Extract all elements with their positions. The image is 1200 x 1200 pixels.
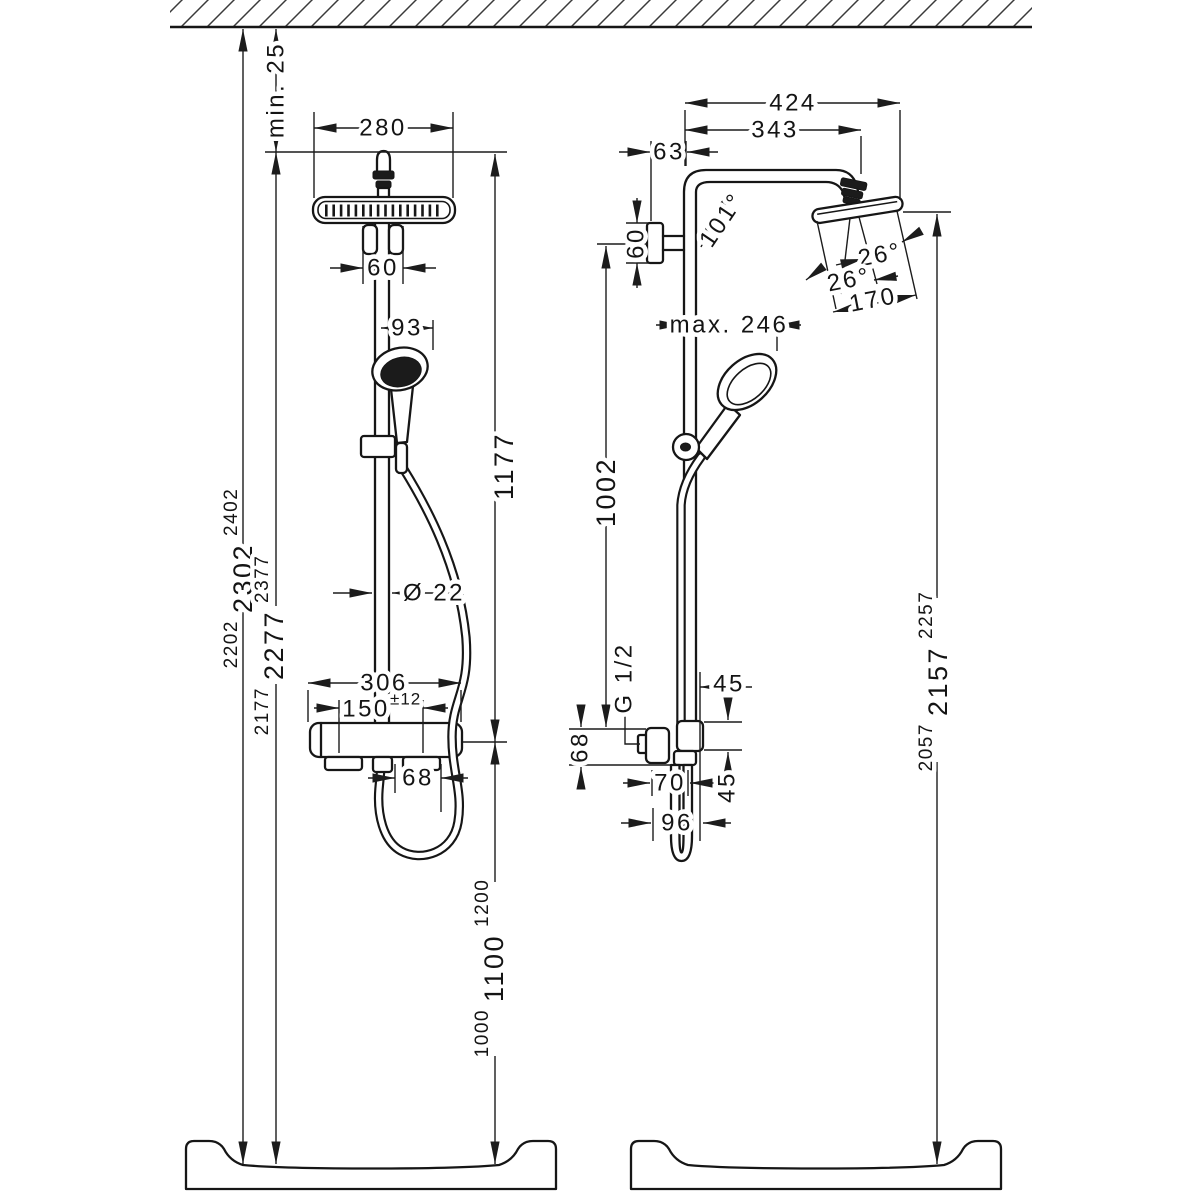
s-union-left — [323, 755, 364, 772]
s-union-right — [401, 755, 442, 772]
dim-connection-spacing: 150 — [342, 696, 390, 723]
dim-holder-offset: 45 — [713, 671, 745, 698]
handshower-head-side — [716, 352, 778, 412]
hose-loop — [669, 763, 694, 863]
dim-valve-offset-70: 70 — [654, 770, 686, 797]
dim-valve-offset-68: 68 — [567, 731, 594, 763]
handshower-grip — [394, 441, 409, 475]
dim-head-height: 205721572257 — [916, 591, 954, 772]
dimension-lines-right — [569, 98, 951, 1164]
dim-wall-to-pipe: 63 — [653, 139, 685, 166]
dim-connection-tolerance: ±12 — [390, 690, 421, 709]
column-outer — [682, 168, 861, 724]
head-pin — [375, 149, 392, 174]
dim-thread-size: G 1/2 — [611, 642, 638, 713]
outlet-nut — [672, 749, 698, 767]
plate-inner-line — [317, 200, 451, 220]
dim-bar-height: 217722772377 — [252, 555, 290, 736]
ceiling-hatch — [170, 0, 1032, 29]
dim-handshower-width: 93 — [391, 315, 423, 342]
bar-end-stop — [675, 719, 705, 753]
dim-arm-total: 424 — [769, 90, 817, 117]
valve-side — [644, 726, 671, 765]
handshower-handle-side — [694, 402, 742, 461]
dim-head-bracket-width: 60 — [367, 255, 399, 282]
dim-min-ceiling: min. 25 — [263, 42, 290, 138]
dim-slidebar-length: 1177 — [489, 432, 519, 500]
dim-hose-loop-depth: 96 — [661, 810, 693, 837]
dim-valve-height: 100011001200 — [472, 879, 510, 1058]
dim-hose-offset: 68 — [402, 765, 434, 792]
wall-bracket-plate — [645, 221, 665, 265]
shower-tray-right — [629, 1139, 1003, 1191]
dim-total-height: 220223022402 — [221, 488, 259, 669]
handshower-face — [380, 356, 422, 388]
hose-connection — [371, 755, 394, 774]
column-inner — [694, 180, 847, 724]
thermostat-valve — [308, 721, 464, 759]
dim-pipe-diameter: Ø 22 — [403, 580, 465, 607]
dim-bracket-to-valve: 1002 — [591, 457, 621, 527]
holder-pivot-dot — [680, 442, 691, 452]
dim-arm-joint: 343 — [751, 117, 799, 144]
dim-max-reach: max. 246 — [670, 312, 789, 339]
overhead-disc — [811, 195, 904, 225]
handshower-face-line — [726, 362, 772, 406]
dim-holder-height: 45 — [714, 771, 741, 803]
plate-bracket-left — [361, 223, 379, 256]
ball-joint-band — [372, 170, 395, 180]
dim-bracket-height: 60 — [623, 227, 650, 259]
dim-valve-width: 306 — [360, 670, 408, 697]
dimension-lines-left — [238, 29, 507, 1164]
plate-bracket-right — [387, 223, 405, 256]
handshower-holder — [359, 434, 397, 459]
right-view-side — [636, 168, 918, 863]
slide-bar — [373, 219, 391, 726]
dim-head-width: 280 — [359, 115, 407, 142]
shower-tray-left — [184, 1139, 558, 1191]
